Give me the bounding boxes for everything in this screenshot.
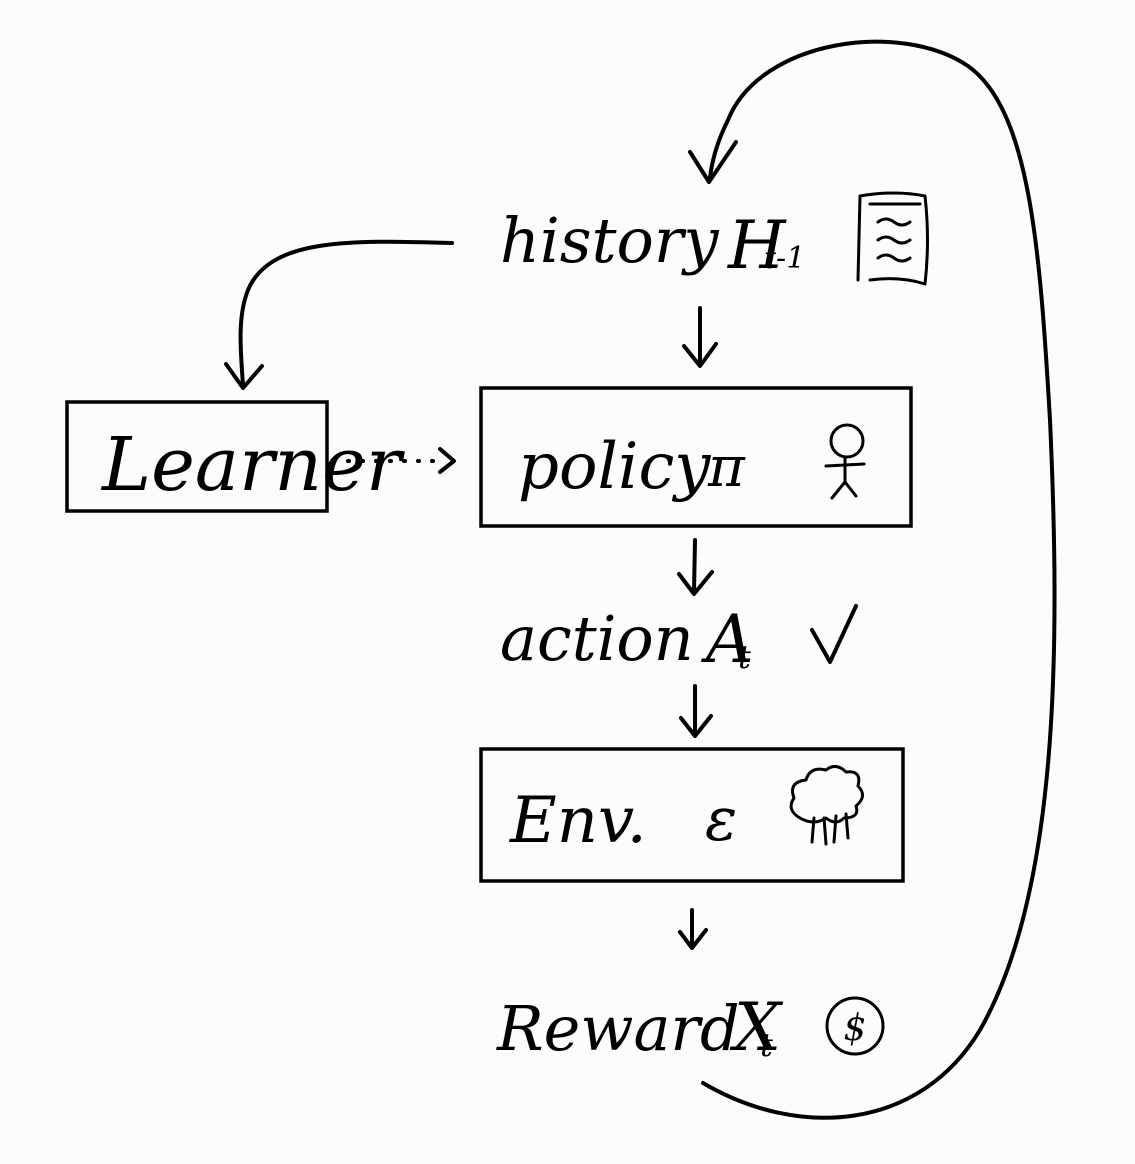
learner-box [65,400,329,513]
reward-node: Reward X t $ [496,989,885,1066]
arrow-learner-to-policy [346,447,456,474]
arrow-history-to-policy [682,306,718,368]
action-subscript: t [738,638,751,676]
scroll-icon [856,191,929,286]
dollar-coin-icon: $ [825,996,885,1056]
history-subscript: t-1 [764,241,805,276]
dollar-glyph: $ [844,1008,867,1049]
policy-label: policy [518,430,711,504]
policy-symbol: π [707,435,746,500]
action-symbol: A [700,601,754,678]
policy-box [479,386,913,528]
history-label: history [500,204,719,277]
history-node: history H t-1 [500,191,929,286]
arrow-history-to-learner [224,239,454,390]
environment-node: Env. ε [479,747,905,883]
reward-symbol: X [729,989,784,1066]
history-symbol: H [727,207,787,284]
arrow-env-to-reward [678,908,708,950]
checkmark-icon [810,604,858,664]
tree-icon [789,765,864,846]
learner-node: Learner [65,400,406,513]
arrow-reward-to-history-loop [688,39,1057,1120]
environment-symbol: ε [705,785,737,855]
policy-node: policy π [479,386,913,528]
learner-label: Learner [100,422,406,508]
action-label: action [500,602,694,675]
action-node: action A t [500,601,858,678]
stick-figure-icon [824,423,866,500]
reward-subscript: t [760,1026,773,1064]
arrow-action-to-env [679,684,713,738]
reward-label: Reward [496,992,740,1065]
environment-label: Env. [509,784,647,858]
arrow-policy-to-action [677,538,714,596]
environment-box [479,747,905,883]
